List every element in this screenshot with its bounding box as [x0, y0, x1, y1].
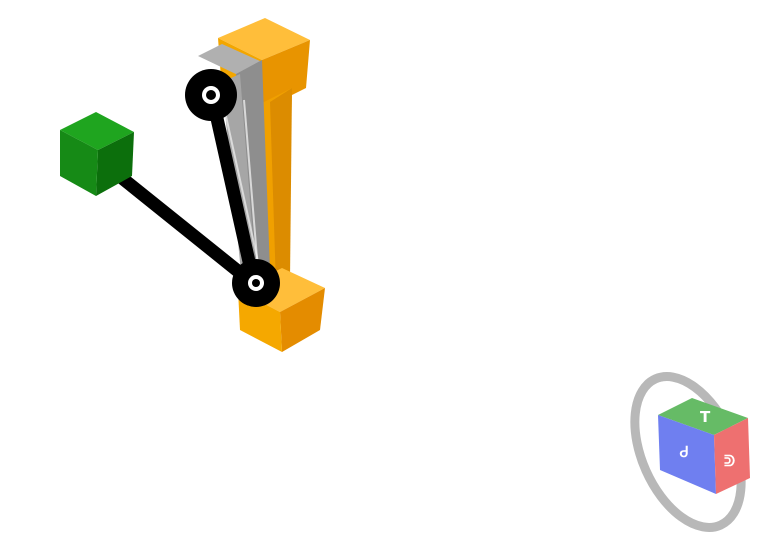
green-block[interactable] [60, 112, 134, 196]
navigation-cube[interactable]: Ꮷ ᕲ T [620, 360, 760, 535]
upper-joint[interactable] [185, 69, 237, 121]
cube-right-label: ᕲ [724, 452, 735, 470]
cube-top-face[interactable] [658, 398, 748, 435]
lower-joint[interactable] [232, 259, 280, 307]
cube-right-face[interactable] [714, 418, 750, 494]
cube-top-label: T [700, 408, 711, 426]
cube-front-face[interactable] [658, 415, 716, 494]
black-rod[interactable] [105, 89, 263, 291]
cube-front-label: Ꮷ [679, 443, 688, 461]
